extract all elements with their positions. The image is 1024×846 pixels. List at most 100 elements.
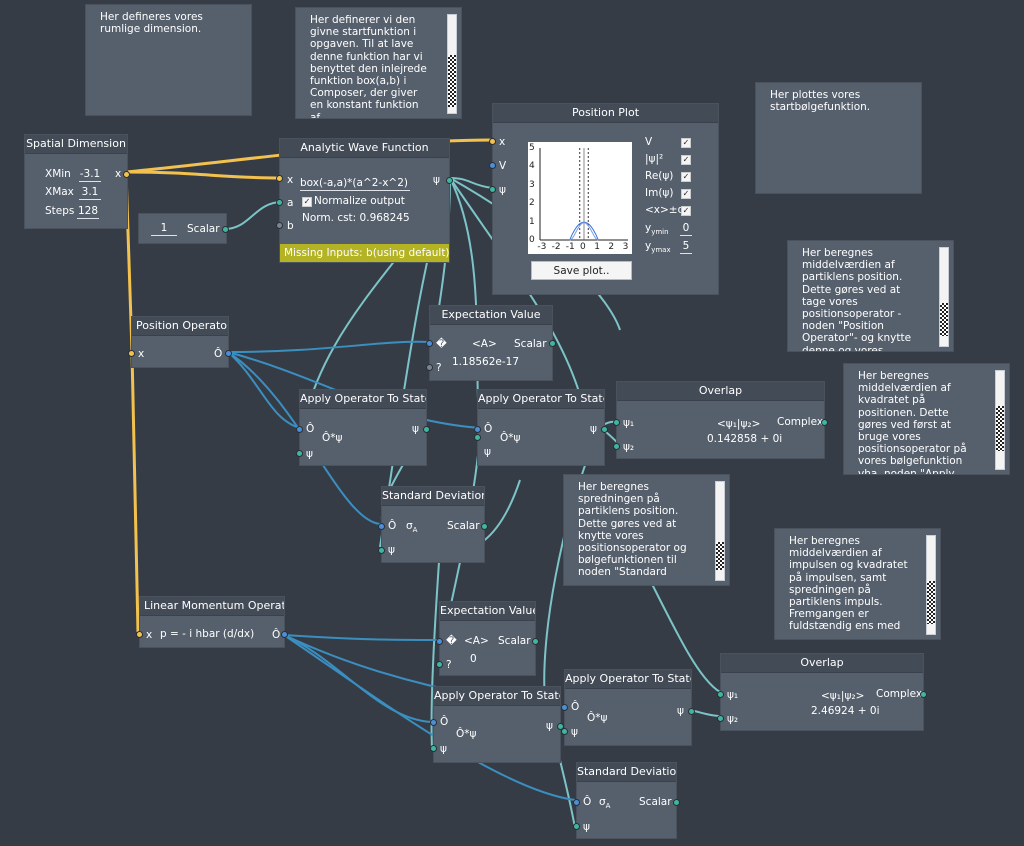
output-psi-port[interactable]: [601, 426, 608, 433]
xmax-field[interactable]: 3.1: [79, 186, 101, 200]
standard-deviation-node-2[interactable]: Standard Deviation Ô σA ψ Scalar: [573, 762, 680, 839]
input-op-port[interactable]: [474, 426, 481, 433]
input-op-label: Ô: [484, 423, 493, 435]
comment-scrollbar[interactable]: [715, 481, 725, 581]
ymin-field[interactable]: 0: [680, 222, 692, 236]
plot-option-checkbox[interactable]: ✓: [681, 138, 691, 148]
comment-scrollbar[interactable]: [447, 14, 457, 114]
comment-scrollbar[interactable]: [995, 370, 1005, 470]
sigma-symbol: σ: [599, 796, 606, 808]
input-psi1-port[interactable]: [717, 691, 724, 698]
input-op-label: Ô: [388, 520, 397, 532]
scalar-value-field[interactable]: 1: [151, 222, 177, 236]
output-psi-port[interactable]: [423, 426, 430, 433]
input-psi-port[interactable]: [430, 745, 437, 752]
ymax-field[interactable]: 5: [680, 240, 692, 254]
node-title: Overlap: [617, 382, 824, 401]
comment-scrollbar[interactable]: [926, 535, 936, 635]
output-scalar-port[interactable]: [673, 799, 680, 806]
input-op-port[interactable]: [573, 799, 580, 806]
output-complex-label: Complex: [876, 688, 923, 700]
output-op-port[interactable]: [225, 350, 232, 357]
input-state-port[interactable]: [426, 364, 433, 371]
overlap-node-2[interactable]: Overlap ψ₁ ψ₂ <ψ₁|ψ₂> 2.46924 + 0i Compl…: [717, 653, 927, 731]
output-x-port[interactable]: [123, 171, 130, 178]
input-op-port[interactable]: [561, 704, 568, 711]
output-scalar-port[interactable]: [532, 638, 539, 645]
normalize-checkbox[interactable]: ✓: [302, 197, 312, 207]
sigma-symbol: σ: [406, 520, 413, 532]
output-complex-label: Complex: [777, 416, 824, 428]
output-scalar-port[interactable]: [549, 340, 556, 347]
steps-field[interactable]: 128: [77, 205, 99, 219]
plot-option-checkbox[interactable]: ✓: [681, 206, 691, 216]
input-psi2-port[interactable]: [613, 443, 620, 450]
input-psi-label: ψ: [484, 446, 491, 458]
save-plot-button[interactable]: Save plot..: [531, 261, 632, 280]
input-b-label: b: [287, 220, 294, 232]
output-complex-port[interactable]: [821, 419, 828, 426]
linear-momentum-operator-node[interactable]: Linear Momentum Operator x p = - i hbar …: [136, 596, 288, 648]
plot-option-checkbox[interactable]: ✓: [681, 172, 691, 182]
input-psi-port[interactable]: [474, 434, 481, 441]
apply-operator-node-1[interactable]: Apply Operator To State Ô ψ Ô*ψ ψ: [296, 389, 430, 466]
plot-option-checkbox[interactable]: ✓: [681, 189, 691, 199]
input-psi-port[interactable]: [489, 186, 496, 193]
input-state-port[interactable]: [436, 661, 443, 668]
input-a-port[interactable]: [276, 199, 283, 206]
input-b-port[interactable]: [276, 222, 283, 229]
input-psi-port[interactable]: [561, 728, 568, 735]
expectation-value-node-position[interactable]: Expectation Value � ? <A> 1.18562e-17 Sc…: [426, 305, 556, 381]
apply-operator-node-2[interactable]: Apply Operator To State Ô ψ Ô*ψ ψ: [474, 389, 608, 466]
input-op-port[interactable]: [378, 523, 385, 530]
overlap-node-1[interactable]: Overlap ψ₁ ψ₂ <ψ₁|ψ₂> 0.142858 + 0i Comp…: [613, 381, 828, 459]
xmin-field[interactable]: -3.1: [79, 168, 101, 182]
apply-operator-node-4[interactable]: Apply Operator To State Ô ψ Ô*ψ ψ: [561, 669, 695, 746]
position-operator-node[interactable]: Position Operator x Ô: [128, 316, 232, 368]
input-psi2-port[interactable]: [717, 715, 724, 722]
plot-y-tick-label: 0: [529, 235, 535, 245]
sigma-sub: A: [605, 802, 611, 811]
input-psi-port[interactable]: [573, 823, 580, 830]
output-psi-port[interactable]: [557, 723, 564, 730]
input-psi-port[interactable]: [378, 547, 385, 554]
standard-deviation-node-1[interactable]: Standard Deviation Ô σA ψ Scalar: [378, 486, 488, 563]
comment-expectation-position-squared: Her beregnes middelværdien af kvadratet …: [843, 363, 1010, 475]
scalar-node[interactable]: 1 Scalar: [138, 213, 229, 244]
input-op-port[interactable]: [430, 719, 437, 726]
input-op-port[interactable]: [436, 638, 443, 645]
input-x-port[interactable]: [128, 350, 135, 357]
analytic-wave-function-node[interactable]: Analytic Wave Function x a b box(-a,a)*(…: [276, 138, 453, 263]
input-op-port[interactable]: [426, 340, 433, 347]
input-psi-label: ψ: [499, 184, 506, 196]
input-psi-port[interactable]: [296, 450, 303, 457]
expression-field[interactable]: box(-a,a)*(a^2-x^2): [300, 177, 410, 191]
input-x-port[interactable]: [136, 631, 143, 638]
output-psi-port[interactable]: [688, 708, 695, 715]
comment-momentum: Her beregnes middelværdien af impulsen o…: [774, 528, 941, 640]
input-psi1-port[interactable]: [613, 419, 620, 426]
ymax-sub: ymax: [651, 246, 671, 255]
expectation-value-node-momentum[interactable]: Expectation Value � ? <A> 0 Scalar: [436, 601, 539, 676]
psi-real-curve: [569, 221, 599, 241]
input-op-port[interactable]: [296, 426, 303, 433]
output-scalar-port[interactable]: [481, 523, 488, 530]
output-psi-label: ψ: [590, 423, 597, 435]
input-v-port[interactable]: [489, 162, 496, 169]
output-psi-port[interactable]: [446, 177, 453, 184]
apply-operator-node-3[interactable]: Apply Operator To State Ô ψ Ô*ψ ψ: [430, 686, 564, 763]
output-complex-port[interactable]: [920, 691, 927, 698]
missing-inputs-warning: Missing Inputs: b(using default);: [280, 244, 449, 262]
spatial-dimension-node[interactable]: Spatial Dimension XMin -3.1 XMax 3.1 Ste…: [24, 134, 130, 229]
input-op-label: Ô: [571, 701, 580, 713]
scalar-output-port[interactable]: [222, 226, 229, 233]
input-x-port[interactable]: [276, 175, 283, 182]
input-psi2-label: ψ₂: [727, 713, 739, 725]
input-x-port[interactable]: [489, 138, 496, 145]
plot-option-checkbox[interactable]: ✓: [681, 155, 691, 165]
output-op-port[interactable]: [281, 631, 288, 638]
comment-scrollbar[interactable]: [939, 247, 949, 347]
expectation-result: 0: [470, 653, 477, 665]
